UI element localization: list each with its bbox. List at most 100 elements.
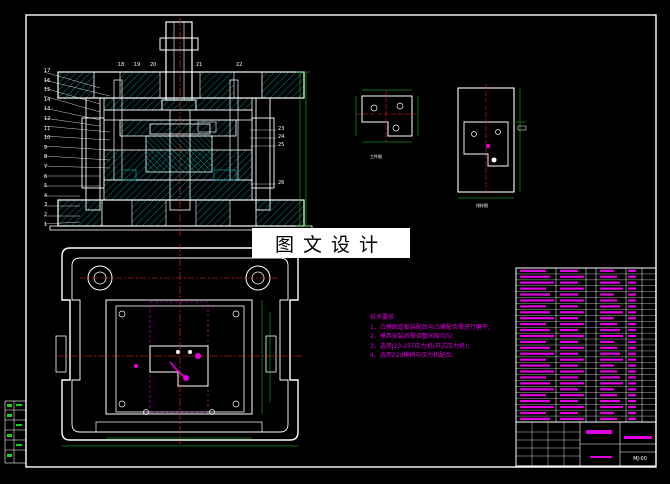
requirement-item: 1、凸模固定板装配后与凸模配合需进行磨平; <box>370 323 490 331</box>
watermark: 图文设计 <box>252 228 410 258</box>
bom-cell-text <box>628 293 636 296</box>
part-balloon: 8 <box>44 154 48 161</box>
bom-cell-text <box>520 358 546 361</box>
workpiece-view <box>355 89 419 143</box>
bom-cell-text <box>600 388 614 391</box>
bom-cell-text <box>520 281 554 284</box>
bom-cell-text <box>600 358 623 361</box>
bom-cell-text <box>520 334 554 338</box>
bom-cell-text <box>520 299 554 302</box>
bom-cell-text <box>628 376 636 379</box>
bom-cell-text <box>628 305 636 308</box>
bom-cell-text <box>600 281 620 284</box>
bom-cell-text <box>560 311 584 314</box>
bom-cell-text <box>560 275 584 278</box>
bom-cell-text <box>560 382 584 385</box>
bom-cell-text <box>520 400 550 403</box>
bom-cell-text <box>600 394 617 397</box>
bom-cell-text <box>560 323 584 326</box>
bom-cell-text <box>520 269 546 272</box>
bom-cell-text <box>600 411 614 415</box>
bom-cell-text <box>520 382 550 385</box>
bom-cell-text <box>600 299 617 302</box>
bom-cell-text <box>628 400 636 403</box>
bom-cell-text <box>560 405 584 409</box>
part-balloon: 22 <box>236 62 243 68</box>
bom-cell-text <box>628 334 636 338</box>
bom-cell-text <box>560 328 578 332</box>
part-balloon: 11 <box>44 125 51 132</box>
bom-cell-text <box>600 305 620 308</box>
part-balloon: 9 <box>44 144 48 151</box>
requirement-item: 2、模具安装后需调整间隙均匀; <box>370 333 454 340</box>
bom-cell-text <box>628 328 636 332</box>
bom-cell-text <box>600 417 617 420</box>
plan-view <box>55 244 304 447</box>
bom-cell-text <box>628 281 636 284</box>
bom-cell-text <box>600 370 617 373</box>
bom-cell-text <box>628 317 636 320</box>
bom-cell-text <box>520 364 550 367</box>
bom-cell-text <box>520 340 546 343</box>
bom-cell-text <box>560 388 578 391</box>
bom-cell-text <box>520 293 550 296</box>
part-balloon: 18 <box>118 62 125 68</box>
part-balloon: 14 <box>44 96 51 103</box>
bom-cell-text <box>520 311 550 314</box>
part-balloon: 17 <box>44 68 51 74</box>
bom-cell-text <box>600 311 623 314</box>
bom-cell-text <box>560 305 578 308</box>
requirement-item: 4、选用22d模柄与压力机配合。 <box>370 352 458 359</box>
bom-cell-text <box>560 376 578 379</box>
bom-cell-text <box>600 346 617 349</box>
bom-cell-text <box>628 358 636 361</box>
bom-cell-text <box>600 405 623 409</box>
part-balloon: 4 <box>44 192 48 199</box>
part-balloon: 3 <box>44 202 48 209</box>
bom-cell-text <box>600 323 617 326</box>
bom-cell-text <box>628 287 636 290</box>
drawing-border <box>25 14 657 468</box>
bom-cell-text <box>628 411 636 415</box>
bom-cell-text <box>560 299 584 302</box>
bom-cell-text <box>560 358 584 361</box>
bom-cell-text <box>628 388 636 391</box>
bom-cell-text <box>560 370 584 373</box>
bom-cell-text <box>520 328 550 332</box>
drawing-number: MJ-00 <box>633 455 647 462</box>
requirement-item: 3、选用J23-25T压力机(开式压力机); <box>370 342 470 350</box>
bom-cell-text <box>600 334 623 338</box>
bom-cell-text <box>600 376 620 379</box>
part-balloon: 24 <box>278 134 285 140</box>
part-balloon: 26 <box>278 180 285 186</box>
workpiece-label: 工件图 <box>370 154 382 159</box>
bom-cell-text <box>560 364 578 367</box>
bom-cell-text <box>560 340 578 343</box>
bom-cell-text <box>520 352 554 355</box>
bom-cell-text <box>560 394 584 397</box>
bom-cell-text <box>520 417 550 420</box>
part-balloon: 20 <box>150 62 157 68</box>
bom-cell-text <box>520 323 546 326</box>
part-balloon: 13 <box>44 106 51 113</box>
bom-cell-text <box>520 405 554 409</box>
part-balloon: 1 <box>44 221 48 228</box>
part-balloon: 16 <box>44 77 51 84</box>
bom-cell-text <box>560 346 584 349</box>
bom-cell-text <box>628 269 636 272</box>
bom-cell-text <box>520 376 546 379</box>
strip-layout-view <box>457 84 527 199</box>
bom-cell-text <box>560 293 578 296</box>
bom-cell-text <box>560 417 584 420</box>
part-balloon: 2 <box>44 212 48 218</box>
bom-cell-text <box>600 340 614 343</box>
technical-requirements: 技术要求: 1、凸模固定板装配后与凸模配合需进行磨平; 2、模具安装后需调整间隙… <box>370 313 490 361</box>
bom-cell-text <box>600 328 620 332</box>
bom-cell-text <box>600 352 620 355</box>
bom-cell-text <box>628 352 636 355</box>
bom-cell-text <box>600 400 620 403</box>
bom-cell-text <box>560 334 584 338</box>
bom-cell-text <box>600 382 623 385</box>
